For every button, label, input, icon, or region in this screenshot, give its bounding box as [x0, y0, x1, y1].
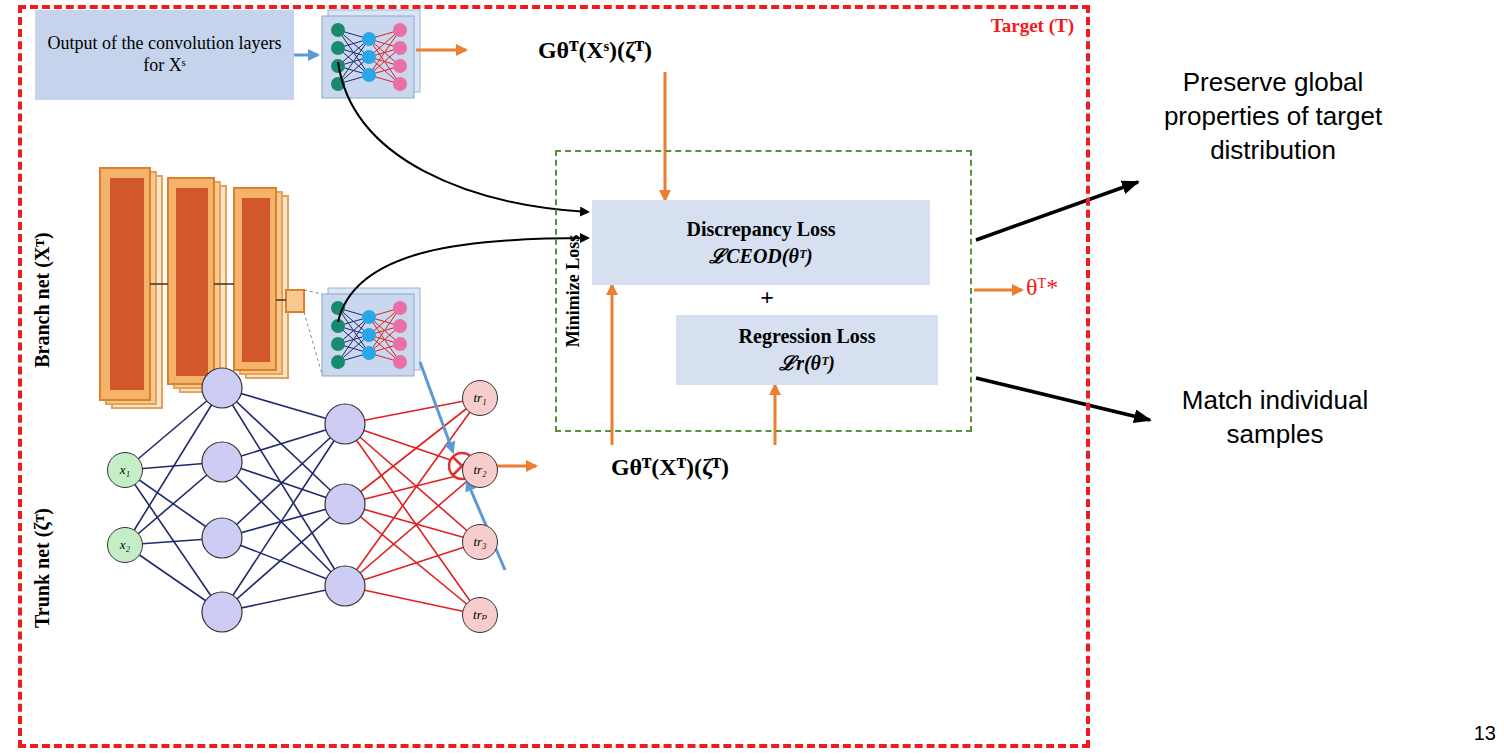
neuron — [362, 32, 376, 46]
flow-connector — [664, 72, 667, 200]
blue-arrow — [420, 362, 453, 452]
hidden-neuron — [202, 592, 242, 632]
loss-formula: ℒCEOD(θᵀ) — [709, 243, 813, 270]
orange-arrow — [416, 49, 466, 52]
neuron — [362, 310, 376, 324]
input-neuron: x₂ — [107, 527, 143, 563]
node-text: Output of the convolution layers for Xˢ — [45, 33, 284, 76]
trunk-network — [125, 368, 480, 632]
neuron — [393, 301, 407, 315]
trunk-output: tr₁ — [462, 380, 498, 416]
neuron — [331, 337, 345, 351]
node-text: Discrepancy Loss — [686, 216, 835, 243]
neuron — [362, 68, 376, 82]
net-label: Branch net (Xᵀ) — [31, 232, 54, 367]
trunk-link — [345, 398, 480, 424]
node-text: tr₂ — [473, 462, 486, 478]
hidden-neuron — [202, 518, 242, 558]
net-label: Trunk net (ζᵀ) — [31, 508, 54, 628]
neuron — [393, 41, 407, 55]
trunk-link — [345, 542, 480, 586]
node-text: Gθᵀ(Xᵀ)(ζᵀ) — [611, 454, 729, 481]
node-text: tr₁ — [473, 390, 486, 406]
hidden-neuron — [325, 404, 365, 444]
hidden-neuron — [325, 484, 365, 524]
trunk-link — [345, 586, 480, 615]
node-text: trₚ — [473, 607, 487, 623]
neuron — [331, 23, 345, 37]
outcome-note: Match individual samples — [1150, 384, 1400, 452]
trunk-link — [345, 504, 480, 615]
orange-arrow — [974, 289, 1022, 292]
trunk-output: trₚ — [462, 597, 498, 633]
trunk-link — [222, 504, 345, 612]
trunk-link — [345, 470, 480, 586]
node-text: Regression Loss — [739, 323, 876, 350]
group-title: Minimize Loss — [563, 235, 584, 348]
trunk-link — [345, 504, 480, 542]
black-arrow — [338, 62, 588, 212]
fc-box — [322, 16, 414, 98]
regression-box: Regression Lossℒr(θᵀ) — [676, 315, 938, 385]
neuron — [393, 337, 407, 351]
neuron — [362, 50, 376, 64]
discrepancy-box: Discrepancy LossℒCEOD(θᵀ) — [592, 200, 930, 285]
trunk-output: tr₃ — [462, 524, 498, 560]
neuron — [393, 77, 407, 91]
loss-formula: ℒr(θᵀ) — [779, 350, 835, 377]
neuron — [362, 346, 376, 360]
neuron — [393, 23, 407, 37]
target-region: Target (T) Output of the convolution laye… — [18, 5, 1090, 748]
neuron — [393, 319, 407, 333]
neuron — [362, 328, 376, 342]
trunk-output: tr₂ — [462, 452, 498, 488]
hidden-neuron — [202, 368, 242, 408]
blue-arrow — [292, 54, 318, 57]
node-text: x₁ — [120, 462, 130, 478]
neuron — [393, 59, 407, 73]
black-arrow — [338, 238, 588, 322]
hidden-neuron — [202, 442, 242, 482]
page-number: 13 — [1456, 722, 1496, 745]
neuron — [331, 41, 345, 55]
node-text: Gθᵀ(Xˢ)(ζᵀ) — [538, 37, 652, 64]
trunk-link — [345, 424, 480, 542]
flow-connector — [774, 385, 777, 445]
input-box: Output of the convolution layers for Xˢ — [35, 10, 294, 100]
outcome-note: Preserve global properties of target dis… — [1128, 66, 1418, 167]
hidden-neuron — [325, 566, 365, 606]
outcome-arrow — [976, 182, 1138, 240]
node-text: x₂ — [120, 537, 130, 553]
target-output: Gθᵀ(Xᵀ)(ζᵀ) — [540, 445, 800, 489]
node-text: tr₃ — [473, 534, 486, 550]
flow-connector — [611, 285, 614, 445]
fc-box — [322, 294, 414, 376]
region-title: Target (T) — [991, 15, 1074, 37]
fc-networks — [322, 10, 420, 376]
input-neuron: x₁ — [107, 452, 143, 488]
neuron — [331, 355, 345, 369]
conv-layers — [100, 168, 322, 408]
outcome-arrow — [976, 378, 1150, 420]
plus-sign: + — [750, 284, 784, 311]
optimal-params: θᵀ* — [1026, 274, 1084, 301]
source-output: Gθᵀ(Xˢ)(ζᵀ) — [470, 28, 720, 72]
neuron — [393, 355, 407, 369]
